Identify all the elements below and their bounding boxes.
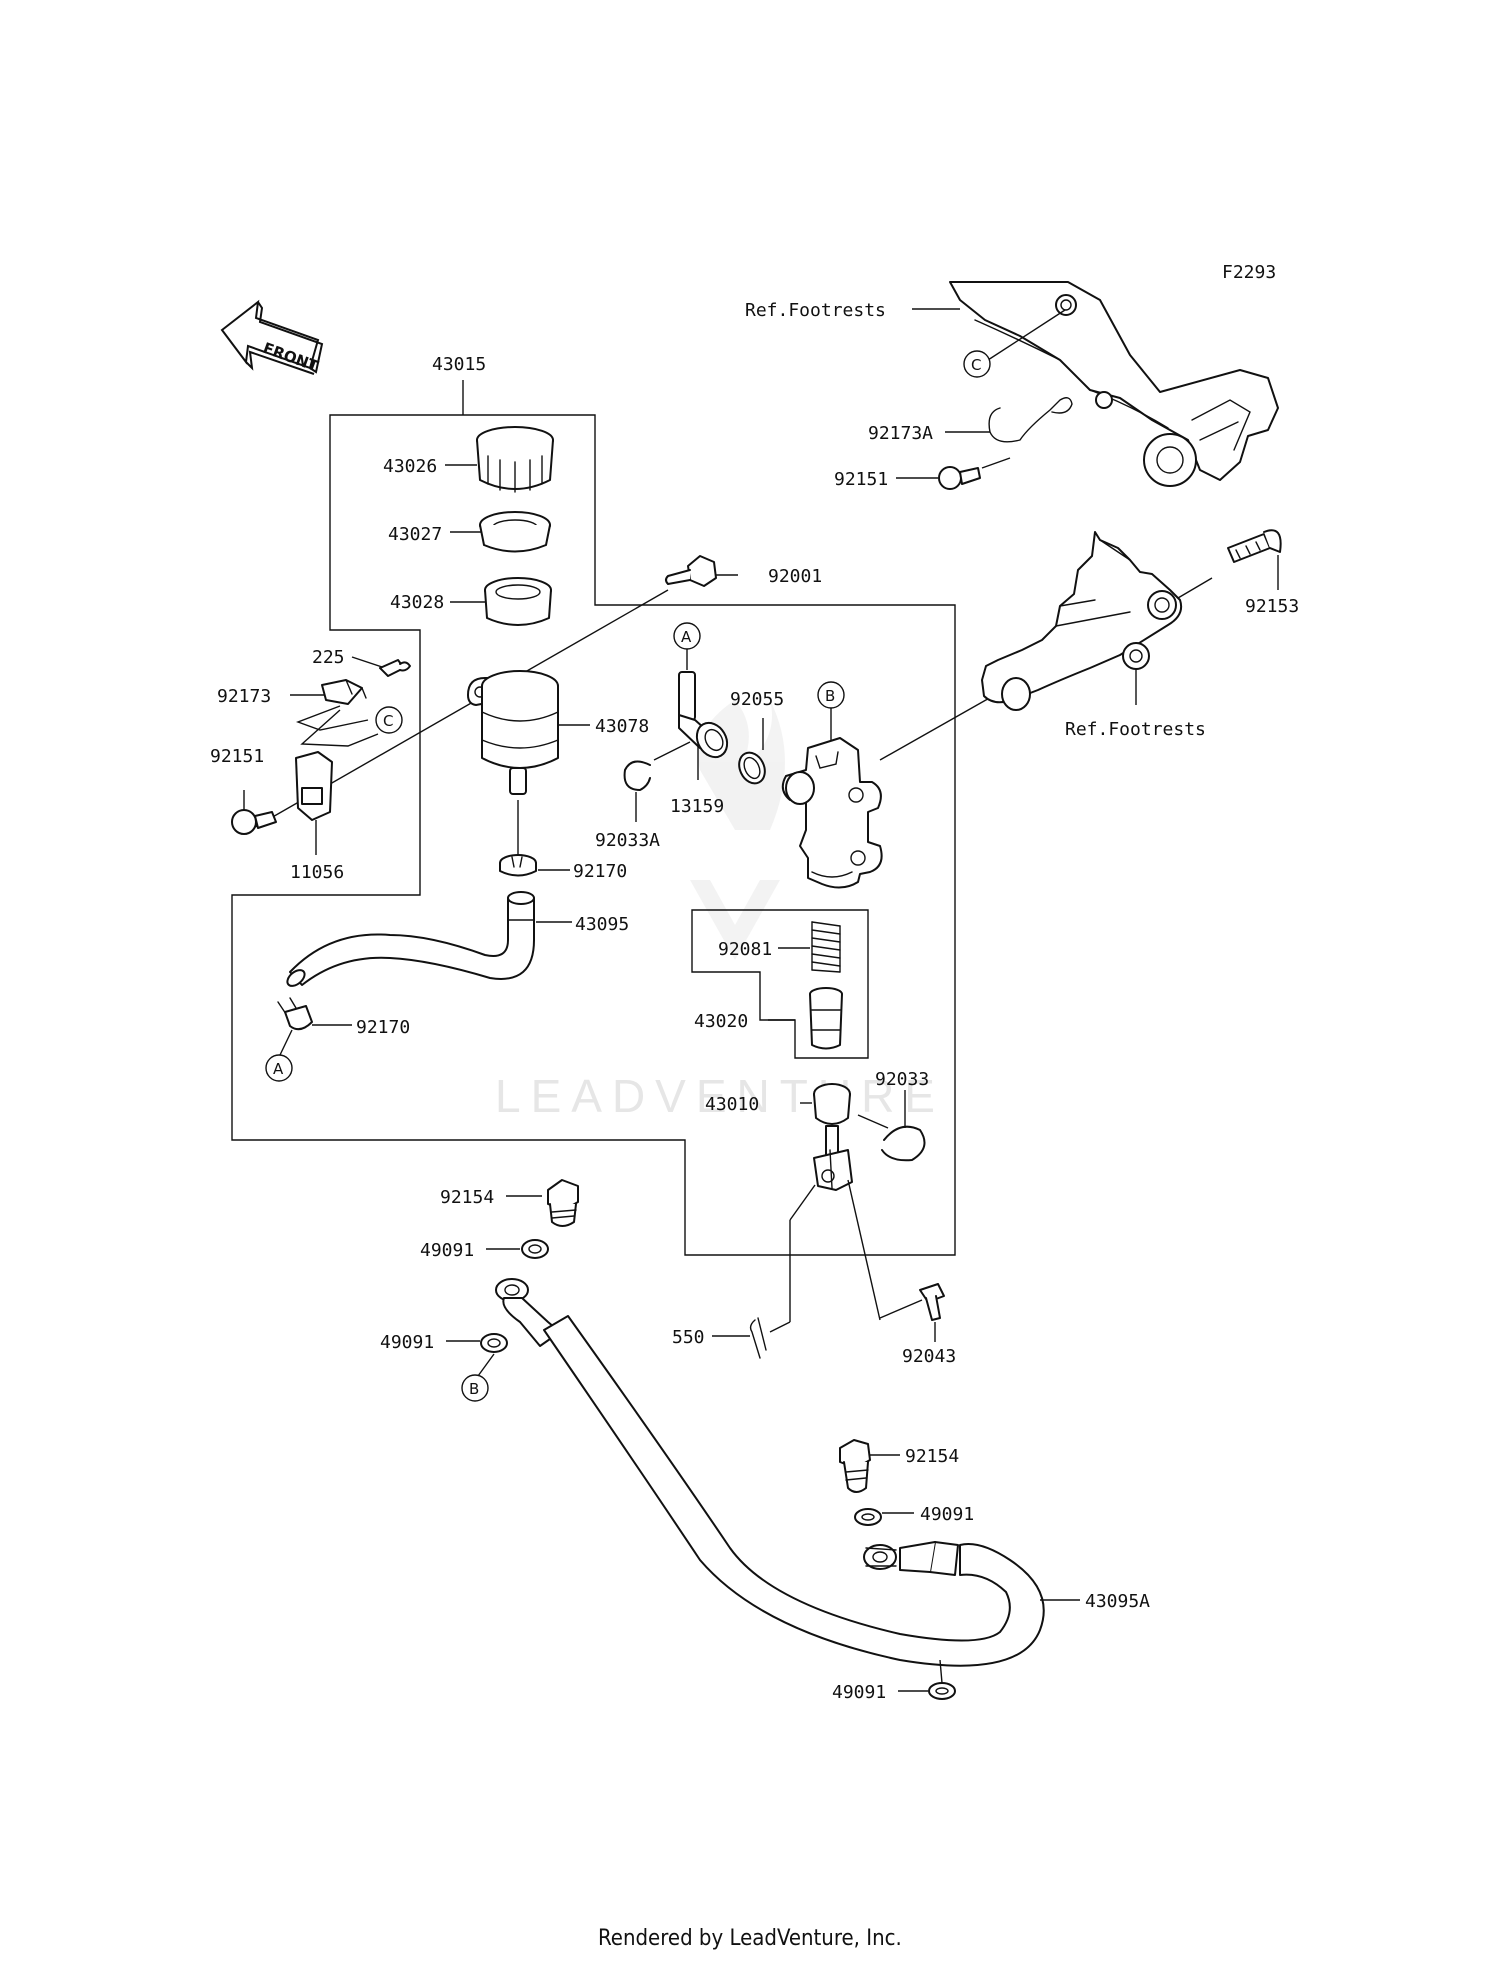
hose-clamp-bottom	[277, 997, 313, 1031]
master-cylinder-body	[781, 737, 883, 889]
svg-text:B: B	[825, 687, 835, 705]
callout-a-left	[265, 1054, 293, 1082]
part-label-92001: 92001	[768, 566, 822, 587]
part-label-43028: 43028	[390, 592, 444, 613]
callout-c-left	[375, 706, 403, 734]
part-label-43015: 43015	[432, 354, 486, 375]
part-label-92173A: 92173A	[868, 423, 933, 444]
bolt-92153	[1227, 529, 1282, 563]
part-label-43095A: 43095A	[1085, 1591, 1150, 1612]
part-label-550: 550	[672, 1327, 705, 1348]
part-label-49091-a: 49091	[420, 1240, 474, 1261]
bolt-92151-left	[231, 809, 277, 835]
svg-text:B: B	[469, 1380, 479, 1398]
svg-text:A: A	[273, 1060, 284, 1078]
push-rod	[813, 1083, 853, 1191]
footrest-bracket-lower	[981, 531, 1183, 711]
footer-credit: Rendered by LeadVenture, Inc.	[598, 1926, 902, 1951]
svg-text:C: C	[971, 356, 981, 374]
part-label-13159: 13159	[670, 796, 724, 817]
circlip-92033	[881, 1125, 926, 1162]
diaphragm-plate	[484, 577, 552, 626]
hose-fitting	[678, 671, 729, 759]
part-label-11056: 11056	[290, 862, 344, 883]
callout-b-bottom	[461, 1374, 489, 1402]
svg-text:A: A	[681, 628, 692, 646]
cotter-pin	[749, 1317, 767, 1359]
part-label-92151-left: 92151	[210, 746, 264, 767]
mount-bracket	[295, 751, 333, 821]
part-label-43026: 43026	[383, 456, 437, 477]
front-arrow-icon: FRONT	[220, 299, 324, 376]
part-label-43078: 43078	[595, 716, 649, 737]
diagram-code: F2293	[1222, 262, 1276, 283]
part-label-43020: 43020	[694, 1011, 748, 1032]
callout-c-right	[963, 350, 991, 378]
part-label-92151-right: 92151	[834, 469, 888, 490]
washer-upper	[521, 1239, 549, 1259]
part-label-92170-bottom: 92170	[356, 1017, 410, 1038]
part-label-43095: 43095	[575, 914, 629, 935]
part-label-92043: 92043	[902, 1346, 956, 1367]
reservoir-cap	[476, 426, 554, 493]
part-label-49091-d: 49091	[832, 1682, 886, 1703]
screw-225	[379, 659, 411, 677]
washer-lower-left	[480, 1333, 508, 1353]
part-label-92170-top: 92170	[573, 861, 627, 882]
part-label-49091-c: 49091	[920, 1504, 974, 1525]
part-label-92154-upper: 92154	[440, 1187, 494, 1208]
spring-clip	[988, 397, 1073, 443]
group-box-43020	[691, 909, 869, 1059]
ref-footrests-upper: Ref.Footrests	[745, 300, 886, 321]
diaphragm	[479, 511, 551, 553]
reservoir-hose	[286, 891, 535, 987]
part-label-92055: 92055	[730, 689, 784, 710]
part-label-92081: 92081	[718, 939, 772, 960]
circlip-92033a	[623, 760, 651, 791]
part-label-225: 225	[312, 647, 345, 668]
part-label-43027: 43027	[388, 524, 442, 545]
part-label-92033: 92033	[875, 1069, 929, 1090]
banjo-bolt-upper	[547, 1179, 579, 1227]
part-label-92033A: 92033A	[595, 830, 660, 851]
reservoir-body	[467, 670, 559, 795]
o-ring	[738, 751, 766, 785]
svg-text:C: C	[383, 712, 393, 730]
piston	[809, 987, 843, 1050]
footrest-frame-upper	[949, 281, 1279, 487]
group-box-43015	[231, 414, 956, 1256]
spring	[811, 921, 841, 973]
clevis-pin	[919, 1283, 945, 1321]
part-label-92153: 92153	[1245, 596, 1299, 617]
bolt-92151-right	[938, 466, 981, 490]
part-label-43010: 43010	[705, 1094, 759, 1115]
bracket-clip	[321, 679, 367, 705]
part-label-92173: 92173	[217, 686, 271, 707]
banjo-bolt-lower	[839, 1439, 871, 1493]
part-label-92154-lower: 92154	[905, 1446, 959, 1467]
hose-clamp-top	[499, 854, 537, 877]
washer-bottom	[928, 1682, 956, 1700]
watermark-text: LEADVENTURE	[495, 1070, 945, 1122]
ref-footrests-lower: Ref.Footrests	[1065, 719, 1206, 740]
part-label-49091-b: 49091	[380, 1332, 434, 1353]
bolt-92001	[665, 555, 717, 587]
brake-hose	[495, 1278, 1045, 1667]
washer-lower-right	[854, 1508, 882, 1526]
